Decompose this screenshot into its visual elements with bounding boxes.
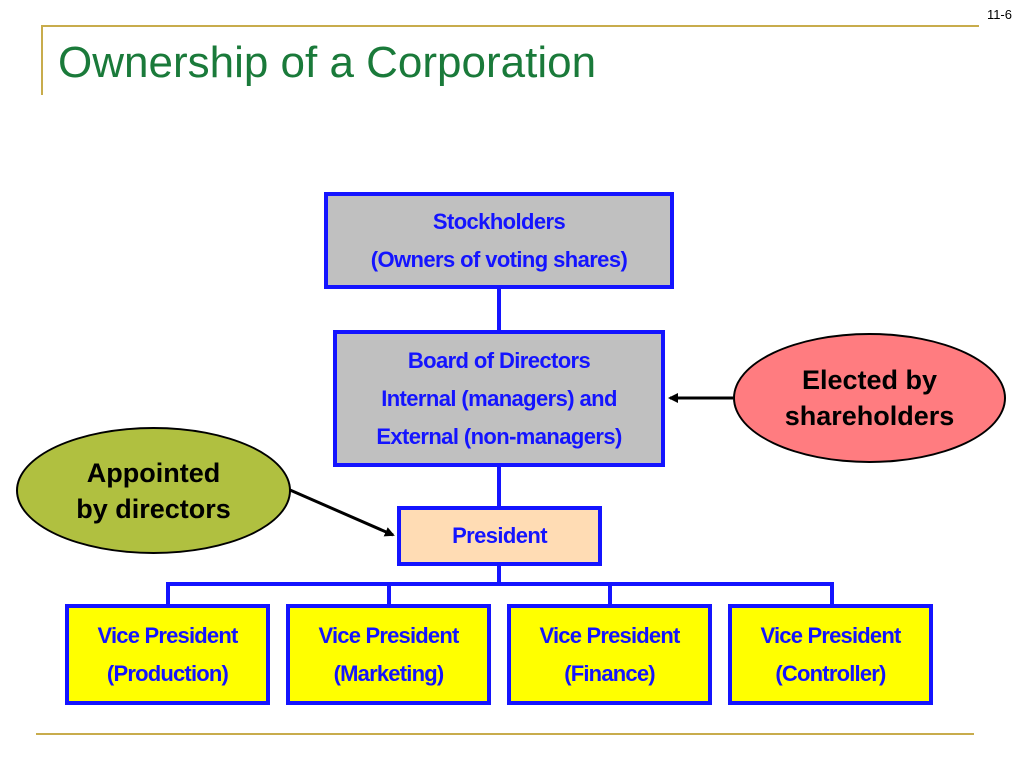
vp-controller-box: Vice President (Controller) — [728, 604, 933, 705]
slide-title: Ownership of a Corporation — [58, 38, 597, 87]
stockholders-box: Stockholders (Owners of voting shares) — [324, 192, 674, 289]
stockholders-title: Stockholders — [432, 208, 566, 234]
president-label: President — [452, 523, 547, 548]
vp-marketing-dept: (Marketing) — [333, 660, 445, 686]
connector-stockholders-board — [497, 288, 501, 332]
connector-vp-bus — [166, 582, 834, 586]
title-left-rule — [41, 25, 43, 95]
vp-controller-title: Vice President — [760, 622, 901, 648]
board-of-directors-box: Board of Directors Internal (managers) a… — [333, 330, 665, 467]
elected-line2: shareholders — [784, 401, 955, 431]
vp-finance-dept: (Finance) — [564, 660, 655, 686]
appointed-line1: Appointed — [86, 457, 221, 488]
vp-marketing-box: Vice President (Marketing) — [286, 604, 491, 705]
title-top-rule — [41, 25, 979, 27]
vp-marketing-title: Vice President — [318, 622, 459, 648]
stockholders-subtitle: (Owners of voting shares) — [370, 246, 628, 272]
elected-line1: Elected by — [801, 365, 938, 395]
vp-production-dept: (Production) — [106, 660, 229, 686]
connector-vp-drop-marketing — [387, 582, 391, 608]
vp-production-box: Vice President (Production) — [65, 604, 270, 705]
appointed-arrow — [289, 488, 395, 537]
vp-controller-dept: (Controller) — [775, 660, 886, 686]
vp-finance-box: Vice President (Finance) — [507, 604, 712, 705]
board-title: Board of Directors — [407, 347, 591, 373]
appointed-by-directors-callout: Appointed by directors — [16, 427, 291, 554]
elected-by-shareholders-callout: Elected by shareholders — [733, 333, 1006, 463]
connector-vp-drop-production — [166, 582, 170, 608]
appointed-line2: by directors — [76, 493, 231, 524]
vp-production-title: Vice President — [97, 622, 238, 648]
connector-president-bus — [497, 565, 501, 584]
connector-vp-drop-finance — [608, 582, 612, 608]
board-external: External (non-managers) — [376, 423, 622, 449]
connector-board-president — [497, 466, 501, 508]
board-internal: Internal (managers) and — [381, 385, 617, 411]
footer-rule — [36, 733, 974, 735]
page-number: 11-6 — [986, 7, 1012, 22]
vp-finance-title: Vice President — [539, 622, 680, 648]
connector-vp-drop-controller — [830, 582, 834, 608]
president-box: President — [397, 506, 602, 566]
